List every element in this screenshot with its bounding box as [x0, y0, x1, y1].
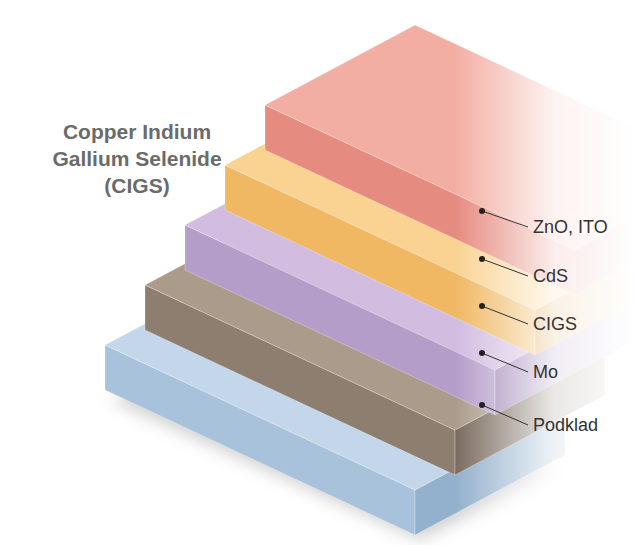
leader-line	[482, 353, 528, 372]
leader-dot	[479, 208, 485, 214]
leader-line	[482, 306, 528, 324]
layer-label: Mo	[533, 361, 558, 383]
leader-dot	[479, 303, 485, 309]
leader-line	[482, 211, 528, 227]
leader-dot	[479, 350, 485, 356]
layer-label: ZnO, ITO	[533, 216, 608, 238]
layer-label: Podklad	[533, 414, 598, 436]
leader-lines	[479, 208, 528, 425]
leader-line	[482, 405, 528, 425]
leader-dot	[479, 256, 485, 262]
fade-overlay	[455, 0, 635, 545]
leader-line	[482, 259, 528, 276]
diagram-title: Copper Indium Gallium Selenide (CIGS)	[42, 118, 232, 199]
leader-dot	[479, 402, 485, 408]
layer-label: CIGS	[533, 313, 577, 335]
layer-label: CdS	[533, 265, 568, 287]
